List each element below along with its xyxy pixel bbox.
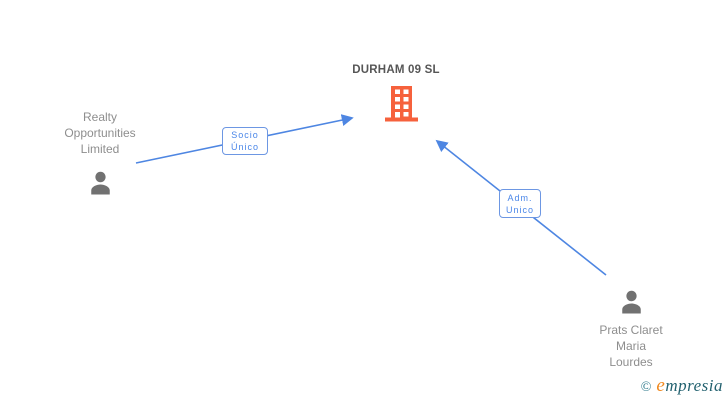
edge-label-line: Único [230,142,259,152]
edge-label-line: Unico [505,204,534,215]
person-icon [622,290,641,314]
shareholder-node[interactable] [85,167,116,202]
person-icon [91,171,110,195]
edge-label-line: Socio [231,130,259,140]
administrator-name-line: Maria [615,339,646,353]
shareholder-name-line: Limited [80,142,120,156]
company-title[interactable]: DURHAM 09 SL [352,64,440,76]
empresia-logo[interactable]: © empresia [641,375,723,397]
empresia-rest: mpresia [665,376,723,395]
edge-label-line: Adm. [507,192,533,203]
shareholder-name-line: Opportunities [64,126,136,140]
empresia-wordmark: empresia [656,375,723,397]
adm-unico-edge-label: Adm. Unico [499,189,541,218]
copyright-icon: © [640,380,652,395]
administrator-node-label[interactable]: Prats Claret Maria Lourdes [561,322,701,370]
company-node[interactable] [382,86,421,127]
socio-unico-edge-label: Socio Único [222,127,268,155]
administrator-name-line: Prats Claret [599,323,663,337]
building-icon [385,86,418,122]
empresia-initial: e [656,375,666,396]
administrator-name-line: Lourdes [609,355,653,369]
shareholder-node-label[interactable]: Realty Opportunities Limited [30,109,170,157]
shareholder-name-line: Realty [82,110,117,124]
administrator-node[interactable] [616,286,647,321]
